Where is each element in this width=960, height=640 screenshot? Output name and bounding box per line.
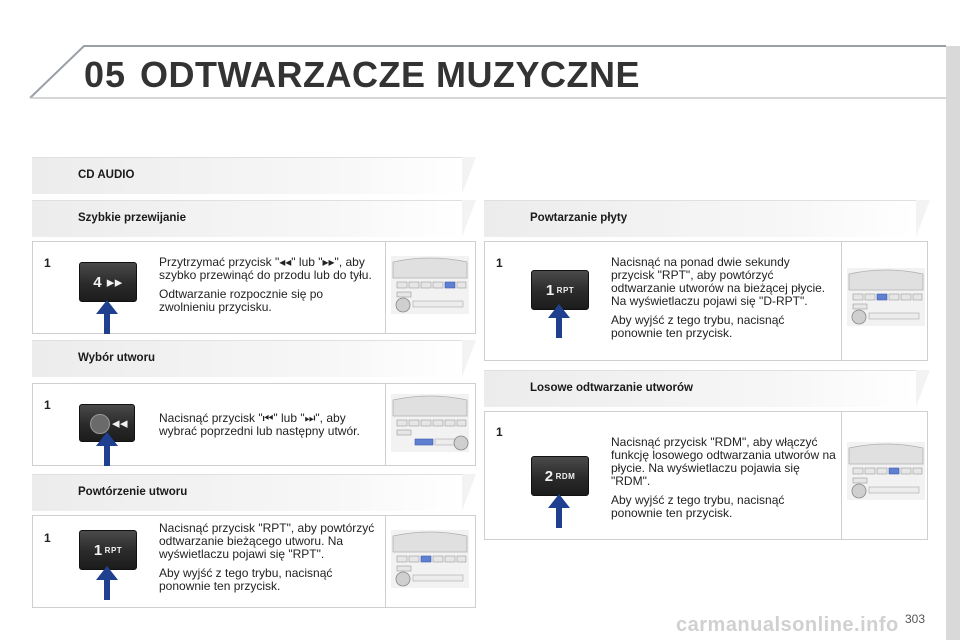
seek-forward-button-pictogram: 4 ▸▸ bbox=[79, 262, 137, 302]
arrow-up-icon bbox=[548, 304, 570, 338]
box-divider bbox=[385, 384, 386, 465]
button-number: 1 bbox=[93, 541, 103, 559]
section-title-disc-repeat: Powtarzanie płyty bbox=[530, 212, 628, 224]
section-title-track-select: Wybór utworu bbox=[78, 352, 156, 364]
arrow-up-icon bbox=[96, 566, 118, 600]
button-label: 4 ▸▸ bbox=[93, 274, 123, 291]
content-box-fast-forward: 4 ▸▸ Przytrzymać przycisk "◂◂" lub "▸▸",… bbox=[32, 241, 476, 334]
section-bar-random-play: Losowe odtwarzanie utworów bbox=[484, 370, 930, 407]
header-frame-line bbox=[29, 45, 946, 99]
section-bar-cd-audio: CD AUDIO bbox=[32, 157, 476, 194]
step-number-label: 1 bbox=[44, 398, 51, 412]
box-divider bbox=[841, 242, 842, 360]
previous-track-button-pictogram: ◂◂ bbox=[79, 404, 135, 442]
step-number-label: 1 bbox=[44, 256, 51, 270]
instruction-paragraph-2: Aby wyjść z tego trybu, nacisnąć ponowni… bbox=[159, 566, 333, 593]
instruction-text: Nacisnąć na ponad dwie sekundy przycisk … bbox=[611, 256, 833, 346]
section-title-fast-forward: Szybkie przewijanie bbox=[78, 212, 187, 224]
button-label: RPT bbox=[556, 285, 575, 295]
chapter-number: 05 bbox=[84, 54, 127, 95]
instruction-text: Nacisnąć przycisk "RPT", aby powtórzyć o… bbox=[159, 522, 381, 599]
section-bar-fast-forward: Szybkie przewijanie bbox=[32, 200, 476, 237]
instruction-text: Nacisnąć przycisk "⏮" lub "⏭", aby wybra… bbox=[159, 412, 381, 444]
instruction-paragraph-1: Nacisnąć na ponad dwie sekundy przycisk … bbox=[611, 255, 826, 308]
arrow-up-icon bbox=[96, 300, 118, 334]
arrow-up-icon bbox=[548, 494, 570, 528]
instruction-paragraph-1: Nacisnąć przycisk "⏮" lub "⏭", aby wybra… bbox=[159, 411, 360, 438]
button-number: 1 bbox=[545, 281, 555, 299]
radio-panel-thumbnail bbox=[847, 442, 925, 500]
instruction-paragraph-1: Nacisnąć przycisk "RDM", aby włączyć fun… bbox=[611, 435, 836, 488]
content-box-track-select: ◂◂ Nacisnąć przycisk "⏮" lub "⏭", aby wy… bbox=[32, 383, 476, 466]
page-number: 303 bbox=[905, 612, 926, 626]
step-number-label: 1 bbox=[496, 425, 503, 439]
instruction-paragraph-1: Przytrzymać przycisk "◂◂" lub "▸▸", aby … bbox=[159, 255, 372, 282]
watermark: carmanualsonline.info bbox=[676, 614, 899, 636]
arrow-up-icon bbox=[96, 432, 118, 466]
section-bar-disc-repeat: Powtarzanie płyty bbox=[484, 200, 930, 237]
instruction-paragraph-2: Odtwarzanie rozpocznie się po zwolnieniu… bbox=[159, 287, 324, 314]
box-divider bbox=[841, 412, 842, 539]
step-number-label: 1 bbox=[44, 531, 51, 545]
button-number: 2 bbox=[544, 467, 554, 485]
knob-icon bbox=[90, 414, 110, 434]
radio-panel-thumbnail bbox=[391, 256, 469, 314]
button-label: RPT bbox=[104, 545, 123, 555]
radio-panel-thumbnail bbox=[847, 268, 925, 326]
instruction-paragraph-1: Nacisnąć przycisk "RPT", aby powtórzyć o… bbox=[159, 521, 375, 561]
section-bar-track-select: Wybór utworu bbox=[32, 340, 476, 377]
section-bar-track-repeat: Powtórzenie utworu bbox=[32, 474, 476, 511]
box-divider bbox=[385, 242, 386, 333]
button-label: ◂◂ bbox=[111, 415, 128, 432]
section-title-random-play: Losowe odtwarzanie utworów bbox=[530, 382, 693, 394]
section-title-track-repeat: Powtórzenie utworu bbox=[78, 486, 188, 498]
instruction-paragraph-2: Aby wyjść z tego trybu, nacisnąć ponowni… bbox=[611, 493, 785, 520]
step-number-label: 1 bbox=[496, 256, 503, 270]
instruction-text: Nacisnąć przycisk "RDM", aby włączyć fun… bbox=[611, 436, 837, 526]
page-edge-strip bbox=[946, 46, 960, 640]
instruction-paragraph-2: Aby wyjść z tego trybu, nacisnąć ponowni… bbox=[611, 313, 785, 340]
button-label: RDM bbox=[555, 471, 576, 481]
box-divider bbox=[385, 516, 386, 607]
radio-panel-thumbnail bbox=[391, 394, 469, 452]
section-title-cd-audio: CD AUDIO bbox=[78, 169, 135, 181]
radio-panel-thumbnail bbox=[391, 530, 469, 588]
chapter-title: ODTWARZACZE MUZYCZNE bbox=[140, 54, 640, 95]
instruction-text: Przytrzymać przycisk "◂◂" lub "▸▸", aby … bbox=[159, 256, 381, 320]
